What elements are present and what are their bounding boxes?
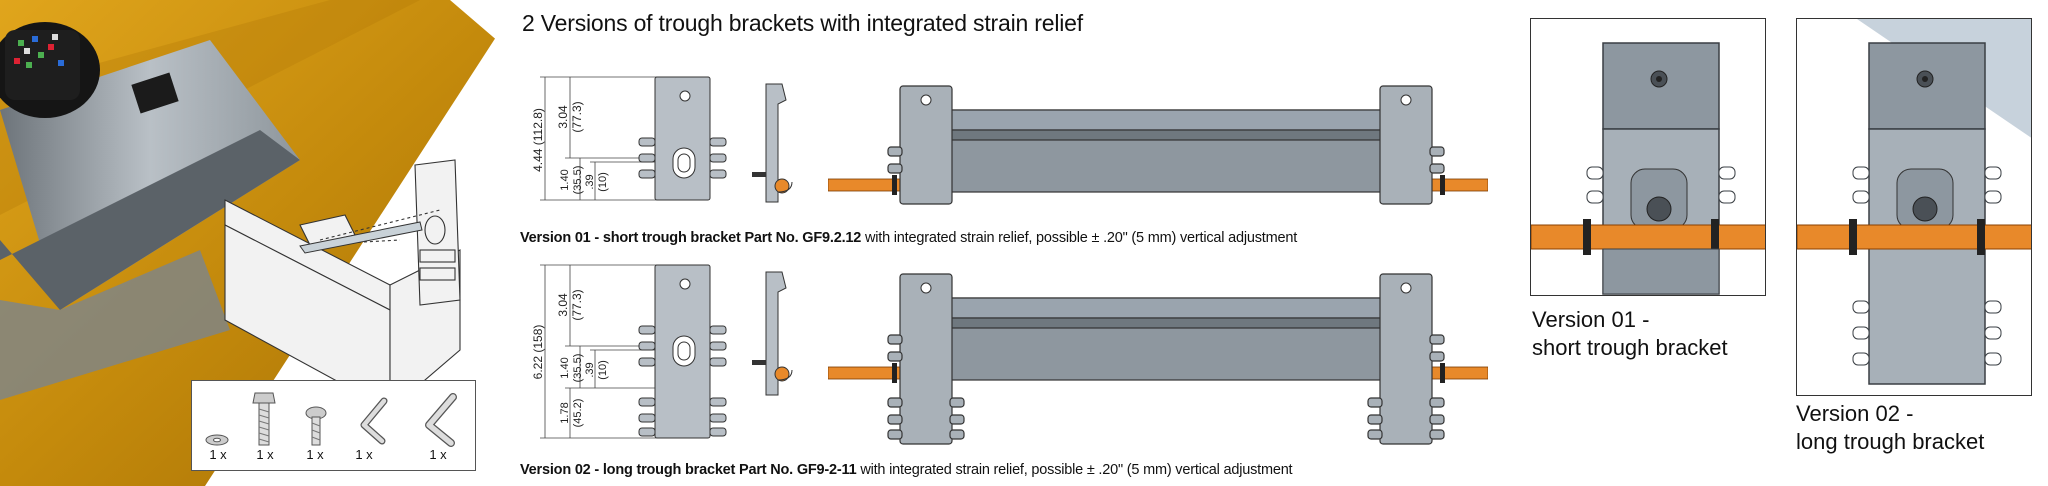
v02-dim-bottom-mm: (45.2)	[572, 399, 584, 428]
v01-dimension-drawing: 4.44 (112.8) 3.04 (77.3) 1.40 (35.5) .39…	[531, 76, 727, 201]
v01-dim-small-in: .39	[584, 174, 596, 189]
v02-photo-frame	[1796, 18, 2032, 396]
v02-dim-small-mm: (10)	[597, 360, 609, 380]
v01-caption: Version 01 - short trough bracket Part N…	[520, 230, 1297, 246]
qty-hex-key-large: 1 x	[429, 447, 447, 462]
v02-dim-lower-mm: (35.5)	[572, 354, 584, 383]
hardware-kit-box: 1 x 1 x 1 x 1 x 1 x	[191, 380, 476, 471]
cable-chain-icon	[0, 22, 100, 118]
trough-installation-photo	[0, 0, 520, 486]
v02-dimension-drawing: 6.22 (158) 3.04 (77.3) 1.40 (35.5) .39 (…	[531, 264, 727, 439]
v02-side-view-drawing	[752, 271, 793, 396]
exploded-bracket-drawing	[224, 159, 461, 412]
hex-key-large-icon	[425, 393, 457, 447]
v01-bracket-closeup-image	[1531, 42, 1765, 295]
v02-caption: Version 02 - long trough bracket Part No…	[520, 462, 1293, 478]
v01-front-view-drawing	[828, 85, 1488, 205]
v01-side-view-drawing	[752, 83, 793, 203]
hex-key-small-icon	[360, 397, 388, 445]
qty-bolt: 1 x	[256, 447, 274, 462]
v02-label-line2: long trough bracket	[1796, 429, 1985, 454]
v02-dim-total: 6.22 (158)	[531, 325, 545, 380]
qty-screw: 1 x	[306, 447, 324, 462]
washer-icon	[205, 434, 229, 446]
v01-dim-lower-in: 1.40	[559, 169, 571, 190]
v01-caption-desc: with integrated strain relief, possible …	[861, 230, 1298, 246]
v02-label: Version 02 - long trough bracket	[1796, 400, 1984, 456]
v01-dim-upper-mm: (77.3)	[570, 101, 584, 132]
v01-dim-total: 4.44 (112.8)	[531, 108, 545, 172]
v01-photo-frame	[1530, 18, 1766, 296]
page-title: 2 Versions of trough brackets with integ…	[522, 10, 1083, 36]
v02-dim-upper-mm: (77.3)	[570, 289, 584, 320]
v02-dim-small-in: .39	[584, 362, 596, 377]
screw-icon	[305, 406, 327, 446]
v02-bracket-closeup-image	[1797, 19, 2031, 385]
v01-dim-small-mm: (10)	[597, 172, 609, 192]
v01-label-line2: short trough bracket	[1532, 335, 1728, 360]
v02-caption-part: Version 02 - long trough bracket Part No…	[520, 462, 857, 478]
v01-label-line1: Version 01 -	[1532, 307, 1650, 332]
qty-washer: 1 x	[209, 447, 227, 462]
v02-front-view-drawing	[828, 273, 1488, 445]
v01-label: Version 01 - short trough bracket	[1532, 306, 1728, 362]
v01-caption-part: Version 01 - short trough bracket Part N…	[520, 230, 862, 246]
qty-hex-key-small: 1 x	[355, 447, 373, 462]
v02-dim-bottom-in: 1.78	[559, 402, 571, 423]
v02-dim-lower-in: 1.40	[559, 357, 571, 378]
v02-dim-upper-in: 3.04	[556, 293, 570, 317]
bolt-icon	[252, 392, 276, 446]
v02-caption-desc: with integrated strain relief, possible …	[856, 462, 1293, 478]
v01-dim-upper-in: 3.04	[556, 105, 570, 129]
v01-dim-lower-mm: (35.5)	[572, 166, 584, 195]
v02-label-line1: Version 02 -	[1796, 401, 1914, 426]
